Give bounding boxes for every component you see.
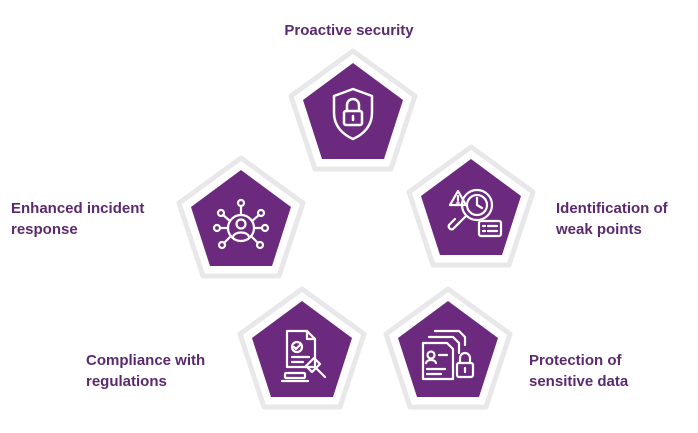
user-network-icon <box>212 198 270 250</box>
document-gavel-icon <box>280 329 327 383</box>
badge-protection-sensitive-data <box>383 286 513 411</box>
item-label-compliance-regulations: Compliance with regulations <box>86 352 206 390</box>
item-label-proactive-security: Proactive security <box>284 22 414 39</box>
warning-clock-magnifier-icon <box>447 188 503 238</box>
documents-padlock-icon <box>421 329 475 381</box>
badge-compliance-regulations <box>237 286 367 411</box>
item-label-protection-sensitive-data: Protection of sensitive data <box>529 352 629 390</box>
badge-proactive-security <box>288 48 418 173</box>
item-label-identification-weak-points: Identification of weak points <box>556 200 668 238</box>
shield-lock-icon <box>332 87 374 141</box>
badge-enhanced-incident-response <box>176 155 306 280</box>
item-label-enhanced-incident-response: Enhanced incident response <box>11 200 145 238</box>
badge-identification-weak-points <box>406 144 536 269</box>
